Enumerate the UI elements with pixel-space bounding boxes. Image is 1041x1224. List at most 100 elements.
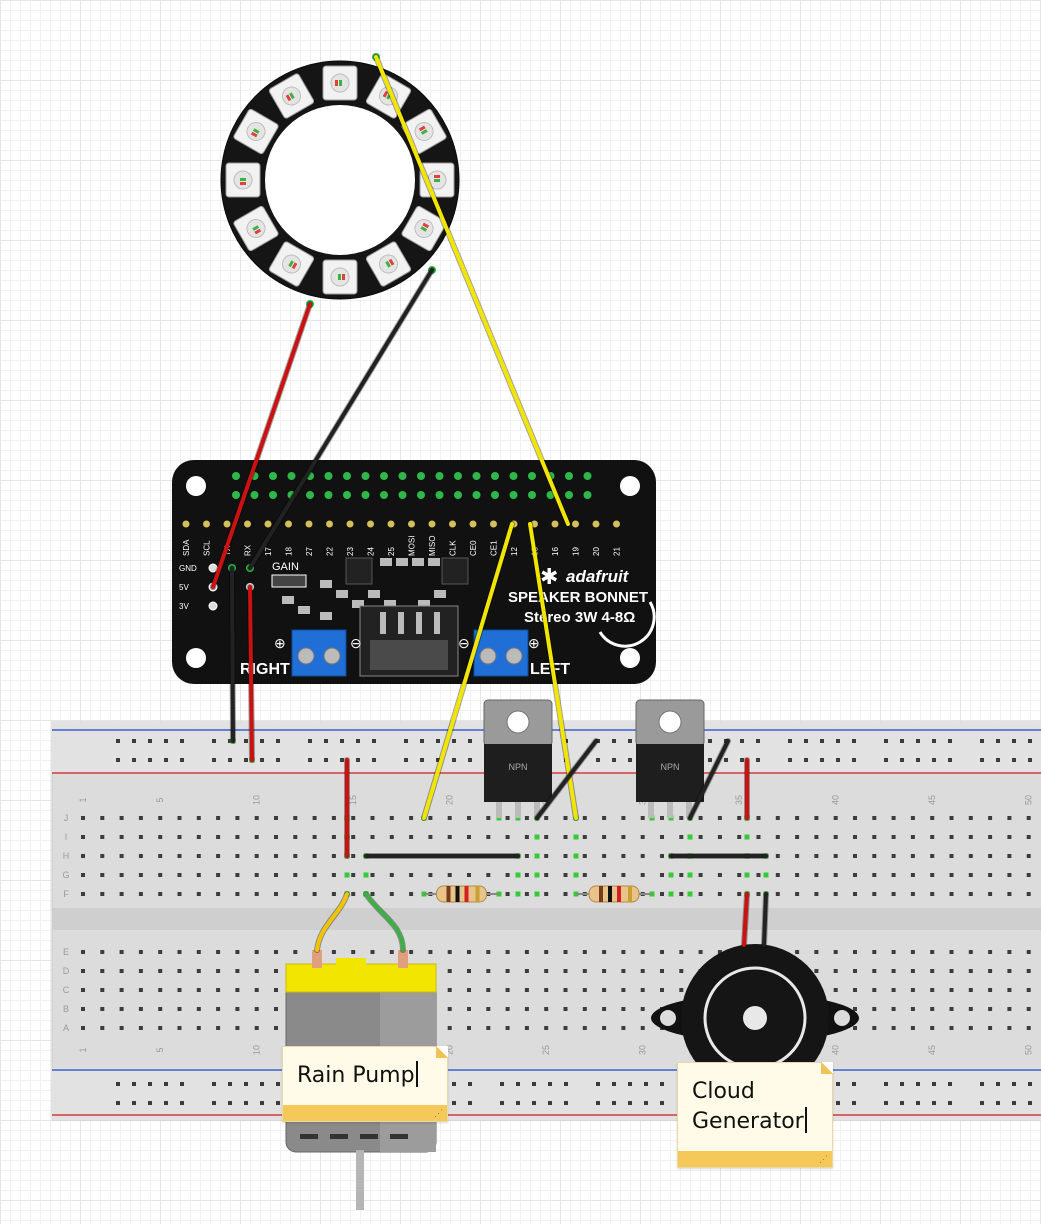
transistor-leg <box>686 802 692 818</box>
breadboard-hole <box>988 1007 993 1011</box>
breadboard-hole <box>1026 892 1031 896</box>
breadboard-hole <box>679 892 684 896</box>
smd-part <box>418 600 430 608</box>
adafruit-flower-icon: ✱ <box>540 564 558 589</box>
breadboard-hole <box>640 835 645 839</box>
breadboard-hole <box>100 854 105 858</box>
led-die <box>252 128 260 134</box>
rail-hole <box>948 1101 952 1105</box>
resistor <box>424 885 499 903</box>
rail-hole <box>260 758 264 762</box>
connected-hole <box>687 834 693 840</box>
breadboard-hole <box>640 950 645 954</box>
breadboard-hole <box>138 988 143 992</box>
rail-hole <box>132 1101 136 1105</box>
breadboard-hole <box>138 969 143 973</box>
rail-hole <box>116 1082 120 1086</box>
led-die <box>288 260 294 268</box>
resize-grip-icon[interactable]: ⋰ <box>819 1155 828 1165</box>
pin-label: RX <box>244 544 253 556</box>
breadboard-hole <box>968 854 973 858</box>
breadboard-hole <box>795 854 800 858</box>
pin-label: 24 <box>367 547 376 556</box>
transistor-body <box>636 744 704 802</box>
brand-logo: adafruit <box>566 567 630 586</box>
wire <box>742 892 749 947</box>
breadboard-hole <box>235 816 240 820</box>
breadboard-hole <box>177 816 182 820</box>
cloud-generator-note[interactable]: Cloud Generator ⋰ <box>677 1062 833 1168</box>
connected-hole <box>687 872 693 878</box>
cloud-generator-label[interactable]: Cloud Generator <box>692 1077 807 1137</box>
transistor-body <box>484 744 552 802</box>
rail-hole <box>164 758 168 762</box>
breadboard-hole <box>582 1007 587 1011</box>
terminal-screw <box>479 647 497 665</box>
breadboard-hole <box>216 1026 221 1030</box>
rain-pump-note[interactable]: Rain Pump ⋰ <box>282 1046 448 1122</box>
breadboard-hole <box>640 969 645 973</box>
led-die <box>388 258 395 266</box>
breadboard-hole <box>351 892 356 896</box>
neopixel-led <box>322 259 358 295</box>
breadboard-hole <box>274 969 278 973</box>
breadboard-hole <box>447 1026 452 1030</box>
breadboard-hole <box>1026 950 1031 954</box>
breadboard-hole <box>409 873 414 877</box>
breadboard-hole <box>351 873 356 877</box>
breadboard-hole <box>833 988 838 992</box>
breadboard-hole <box>717 835 722 839</box>
breadboard-hole <box>254 835 259 839</box>
note-bar <box>283 1105 447 1121</box>
breadboard-hole <box>833 835 838 839</box>
breadboard-hole <box>544 854 549 858</box>
breadboard-hole <box>158 1026 163 1030</box>
rain-pump-label[interactable]: Rain Pump <box>297 1061 418 1091</box>
gpio-pin <box>398 472 407 480</box>
rail-hole <box>1028 1101 1032 1105</box>
breadboard-hole <box>524 892 529 896</box>
pin-label: 21 <box>613 547 622 556</box>
gpio-pin <box>324 491 333 499</box>
breakout-pin <box>449 520 456 528</box>
breadboard-hole <box>196 816 201 820</box>
breadboard-hole <box>409 950 414 954</box>
breadboard-hole <box>177 892 182 896</box>
breadboard-hole <box>138 873 143 877</box>
breadboard-hole <box>660 835 664 839</box>
breadboard-hole <box>814 969 819 973</box>
breadboard-hole <box>621 854 626 858</box>
breadboard-hole <box>737 892 742 896</box>
breadboard-hole <box>158 854 163 858</box>
breadboard-hole <box>254 1026 259 1030</box>
rail-hole <box>852 758 856 762</box>
bonnet-subtitle: Stereo 3W 4-8Ω <box>524 609 635 626</box>
breadboard-hole <box>274 892 278 896</box>
power-pin <box>208 563 218 573</box>
breadboard-hole <box>795 873 800 877</box>
breadboard-hole <box>274 816 278 820</box>
led-die <box>252 225 260 231</box>
rail-hole <box>324 758 328 762</box>
breadboard-hole <box>891 873 896 877</box>
breadboard-hole <box>640 1026 645 1030</box>
breadboard-hole <box>660 873 664 877</box>
plus-icon: ⊕ <box>528 635 540 651</box>
breadboard-hole <box>486 969 491 973</box>
breakout-pin <box>572 520 579 528</box>
breadboard-hole <box>196 892 201 896</box>
neopixel-led <box>268 73 315 119</box>
breadboard-hole <box>988 873 993 877</box>
rail-hole <box>756 739 760 743</box>
breakout-pin <box>387 520 395 528</box>
connected-hole <box>744 834 750 840</box>
rail-hole <box>468 758 472 762</box>
breadboard-hole <box>100 969 105 973</box>
rail-hole <box>212 1101 216 1105</box>
smd-part <box>282 596 294 604</box>
rail-hole <box>564 739 568 743</box>
resize-grip-icon[interactable]: ⋰ <box>434 1109 443 1119</box>
gpio-pin <box>528 472 536 480</box>
breadboard-hole <box>660 988 664 992</box>
